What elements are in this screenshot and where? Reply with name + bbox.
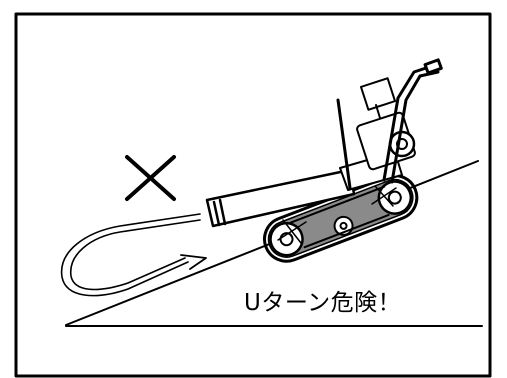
engine (356, 77, 416, 171)
wheel-spokes (277, 185, 397, 244)
u-turn-arrow-icon (60, 213, 207, 297)
crawler-carrier-illustration (205, 58, 443, 263)
x-mark-icon (125, 155, 176, 201)
warning-caption: Uターン危険！ (244, 290, 402, 316)
crawler-track (263, 174, 419, 263)
cargo-bed (205, 168, 356, 228)
illustration-border (14, 12, 492, 378)
handlebar (382, 58, 443, 184)
